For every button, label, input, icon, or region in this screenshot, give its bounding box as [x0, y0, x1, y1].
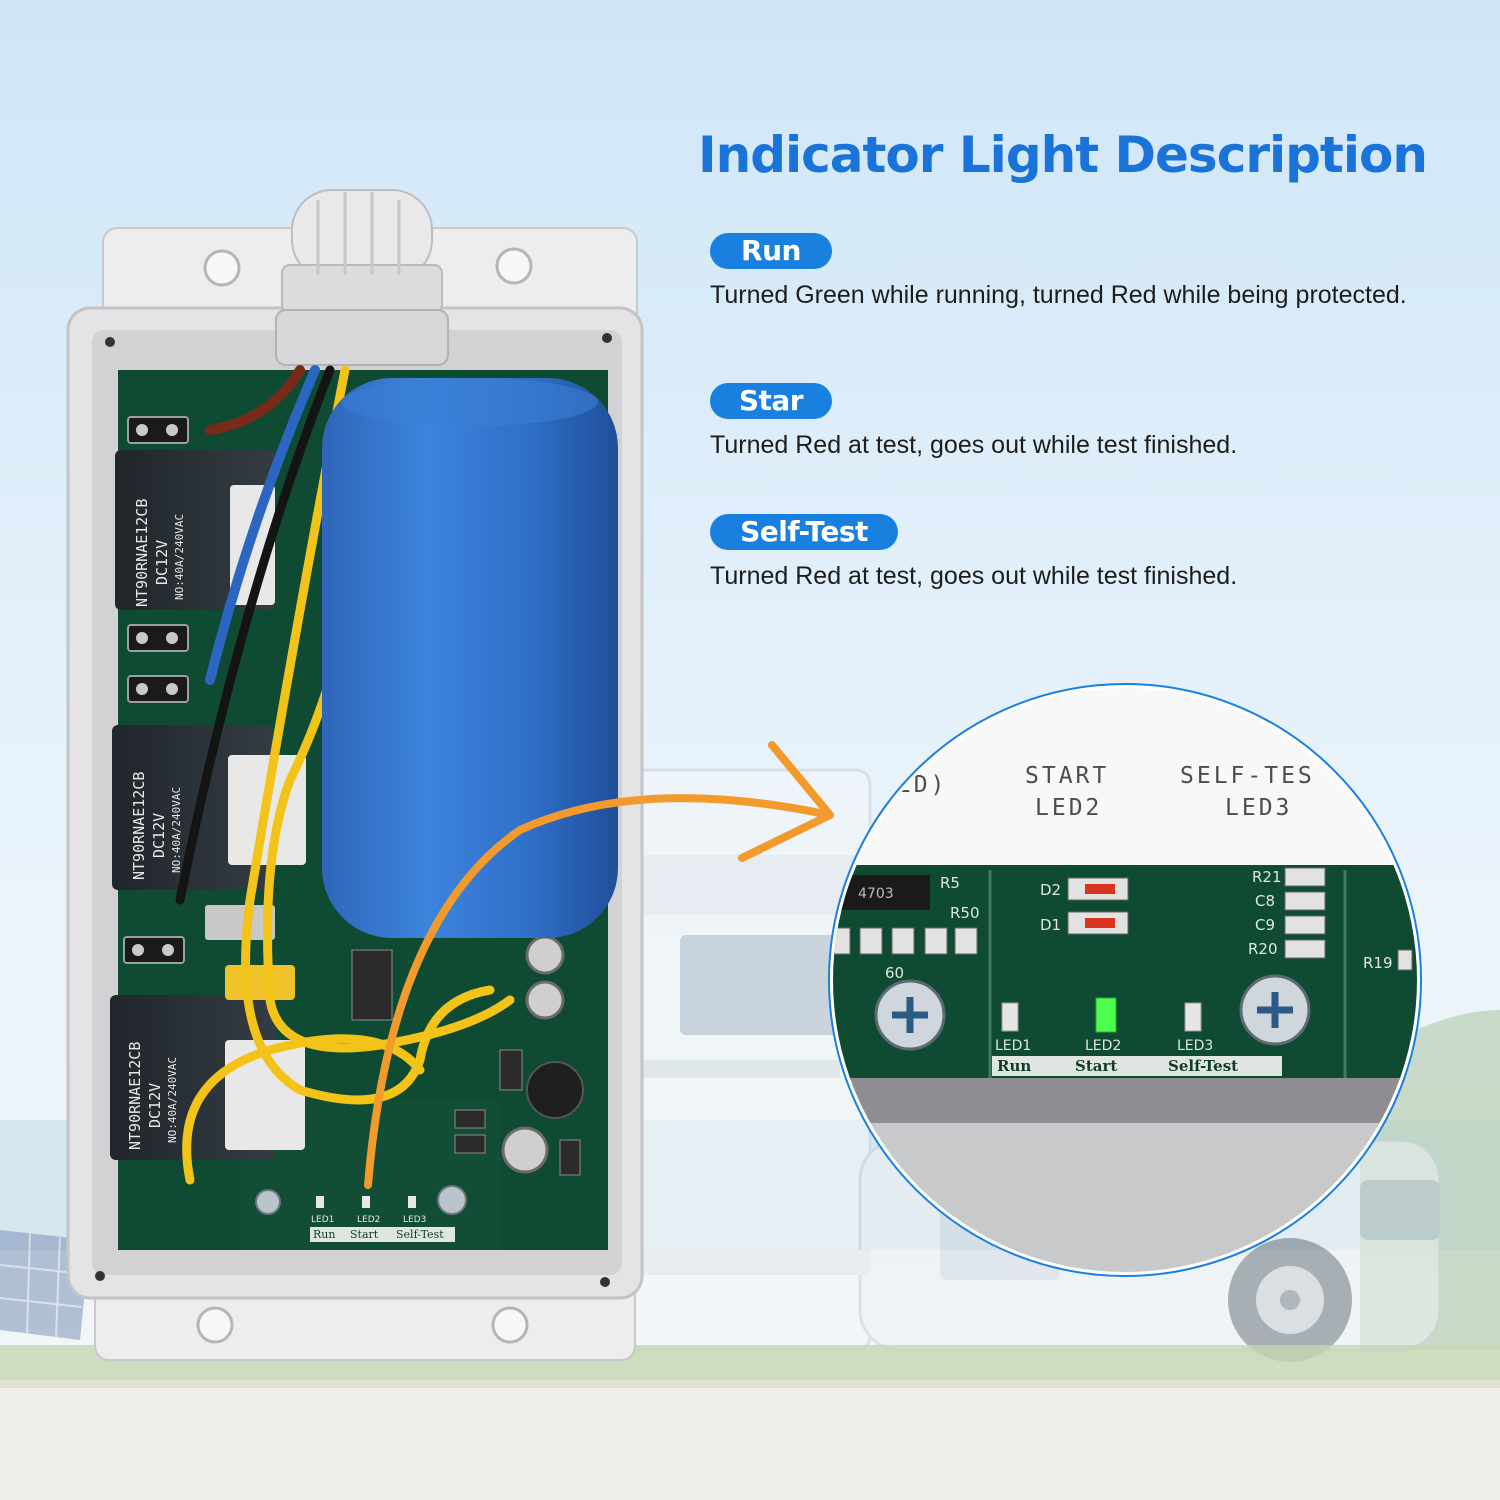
zoom-caption-self-test: Self-Test — [1168, 1057, 1238, 1075]
board-caption-self-test: Self-Test — [396, 1228, 444, 1241]
description-self-test: Turned Red at test, goes out while test … — [710, 562, 1238, 590]
yellow-capacitor — [225, 965, 295, 1000]
inductor — [526, 1061, 584, 1119]
relay-3-voltage: DC12V — [146, 1083, 164, 1128]
section-self-test: Self-Test Turned Red at test, goes out w… — [710, 514, 1430, 593]
screw-left — [255, 1189, 281, 1215]
cable-gland — [275, 189, 449, 366]
zoom-header-selftest-1: SELF-TES — [1180, 763, 1315, 789]
section-star: Star Turned Red at test, goes out while … — [710, 383, 1430, 462]
capacitor-small-3 — [501, 1126, 549, 1174]
capacitor-small-1 — [525, 935, 565, 975]
relay-2-voltage: DC12V — [150, 813, 168, 858]
badge-star: Star — [710, 383, 832, 419]
relay-3 — [110, 995, 305, 1160]
zoom-caption-run: Run — [997, 1057, 1031, 1075]
capacitor-small-2 — [525, 980, 565, 1020]
relay-2-model: NT90RNAE12CB — [130, 772, 148, 880]
board-led-1 — [316, 1196, 324, 1208]
zoom-led-3 — [1184, 1002, 1202, 1032]
zoom-header-start-1: START — [1025, 763, 1109, 789]
relay-3-model: NT90RNAE12CB — [126, 1042, 144, 1150]
run-capacitor — [322, 378, 618, 938]
board-led-2-label: LED2 — [357, 1215, 380, 1225]
zoom-led-3-label: LED3 — [1177, 1038, 1213, 1054]
relay-1-model: NT90RNAE12CB — [133, 499, 151, 607]
screw-right — [437, 1185, 467, 1215]
zoom-screw-right — [1239, 974, 1311, 1046]
board-led-1-label: LED1 — [311, 1215, 334, 1225]
zoom-label-r19: R19 — [1363, 954, 1393, 972]
relay-3-rating: NO:40A/240VAC — [166, 1057, 179, 1143]
path-edge — [0, 1380, 1500, 1388]
zoom-led-2-lit — [1095, 997, 1117, 1033]
zoom-led-2-label: LED2 — [1085, 1038, 1121, 1054]
zoom-led-1-label: LED1 — [995, 1038, 1031, 1054]
board-caption-run: Run — [313, 1228, 335, 1241]
zoom-header-start-2: LED2 — [1035, 795, 1102, 821]
board-led-2 — [362, 1196, 370, 1208]
zoom-label-d1: D1 — [1040, 916, 1061, 934]
zoom-label-c8: C8 — [1255, 892, 1275, 910]
zoom-label-r5: R5 — [940, 874, 960, 892]
badge-run: Run — [710, 233, 832, 269]
zoom-label-r20: R20 — [1248, 940, 1278, 958]
relay-1-rating: NO:40A/240VAC — [173, 514, 186, 600]
zoom-header-selftest-2: LED3 — [1225, 795, 1292, 821]
description-run: Turned Green while running, turned Red w… — [710, 281, 1407, 309]
zoom-label-d2: D2 — [1040, 881, 1061, 899]
relay-2-rating: NO:40A/240VAC — [170, 787, 183, 873]
pointer-arrow — [364, 741, 834, 1189]
zoom-chip-label: 4703 — [858, 886, 894, 902]
badge-self-test: Self-Test — [710, 514, 898, 550]
zoom-label-60: 60 — [885, 964, 904, 982]
description-star: Turned Red at test, goes out while test … — [710, 431, 1238, 459]
zoom-led-1 — [1001, 1002, 1019, 1032]
zoom-label-c9: C9 — [1255, 916, 1275, 934]
zoom-screw-left — [874, 979, 946, 1051]
board-led-3 — [408, 1196, 416, 1208]
path — [0, 1380, 1500, 1500]
zoom-circle: N) RED) START LED2 SELF-TES LED3 4703 — [828, 683, 1422, 1277]
board-led-3-label: LED3 — [403, 1215, 426, 1225]
section-run: Run Turned Green while running, turned R… — [710, 233, 1430, 312]
board-caption-start: Start — [350, 1228, 379, 1241]
relay-1-voltage: DC12V — [153, 540, 171, 585]
heatsink — [205, 905, 275, 940]
zoom-label-r50: R50 — [950, 904, 980, 922]
page-title: Indicator Light Description — [698, 126, 1428, 184]
zoom-label-r21: R21 — [1252, 868, 1282, 886]
wires — [175, 365, 515, 1185]
zoom-caption-start: Start — [1075, 1057, 1117, 1075]
